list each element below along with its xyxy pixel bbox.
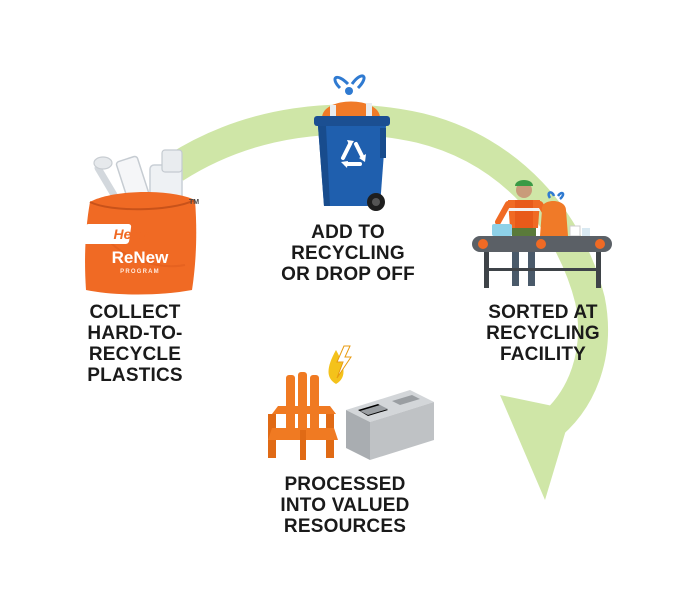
step-add-label: ADD TO RECYCLING OR DROP OFF <box>258 222 438 285</box>
blue-recycling-bin-icon <box>314 74 390 211</box>
step-line: FACILITY <box>499 344 587 365</box>
step-line: SORTED AT <box>488 302 598 323</box>
orange-recycling-bag-icon: Hefty ReNew PROGRAM TM <box>83 149 199 295</box>
bag-brand: Hefty <box>113 226 149 242</box>
step-line: RECYCLING <box>291 243 405 264</box>
recycle-symbol-icon <box>341 140 366 168</box>
trademark-mark: TM <box>189 199 199 206</box>
step-line: PLASTICS <box>87 365 183 386</box>
adirondack-chair-icon <box>268 372 338 460</box>
bag-product: ReNew <box>112 248 169 267</box>
step-line: RECYCLING <box>486 323 600 344</box>
energy-drop-icon <box>328 345 352 384</box>
step-line: ADD TO <box>311 222 385 243</box>
step-line: RESOURCES <box>283 516 407 537</box>
hefty-renew-logo: Hefty ReNew PROGRAM <box>83 224 169 275</box>
step-line: PROCESSED <box>284 474 406 495</box>
step-line: OR DROP OFF <box>281 264 415 285</box>
step-line: INTO VALUED <box>280 495 410 516</box>
step-collect-label: COLLECT HARD-TO- RECYCLE PLASTICS <box>60 302 210 386</box>
cinder-block-icon <box>346 390 434 460</box>
step-line: HARD-TO- <box>87 323 183 344</box>
step-line: RECYCLE <box>88 344 182 365</box>
worker-conveyor-icon <box>472 180 612 288</box>
bag-subtext: PROGRAM <box>120 269 160 275</box>
step-sorted-label: SORTED AT RECYCLING FACILITY <box>468 302 618 365</box>
cycle-arrow <box>166 104 608 500</box>
step-line: COLLECT <box>89 302 181 323</box>
step-processed-label: PROCESSED INTO VALUED RESOURCES <box>250 474 440 537</box>
